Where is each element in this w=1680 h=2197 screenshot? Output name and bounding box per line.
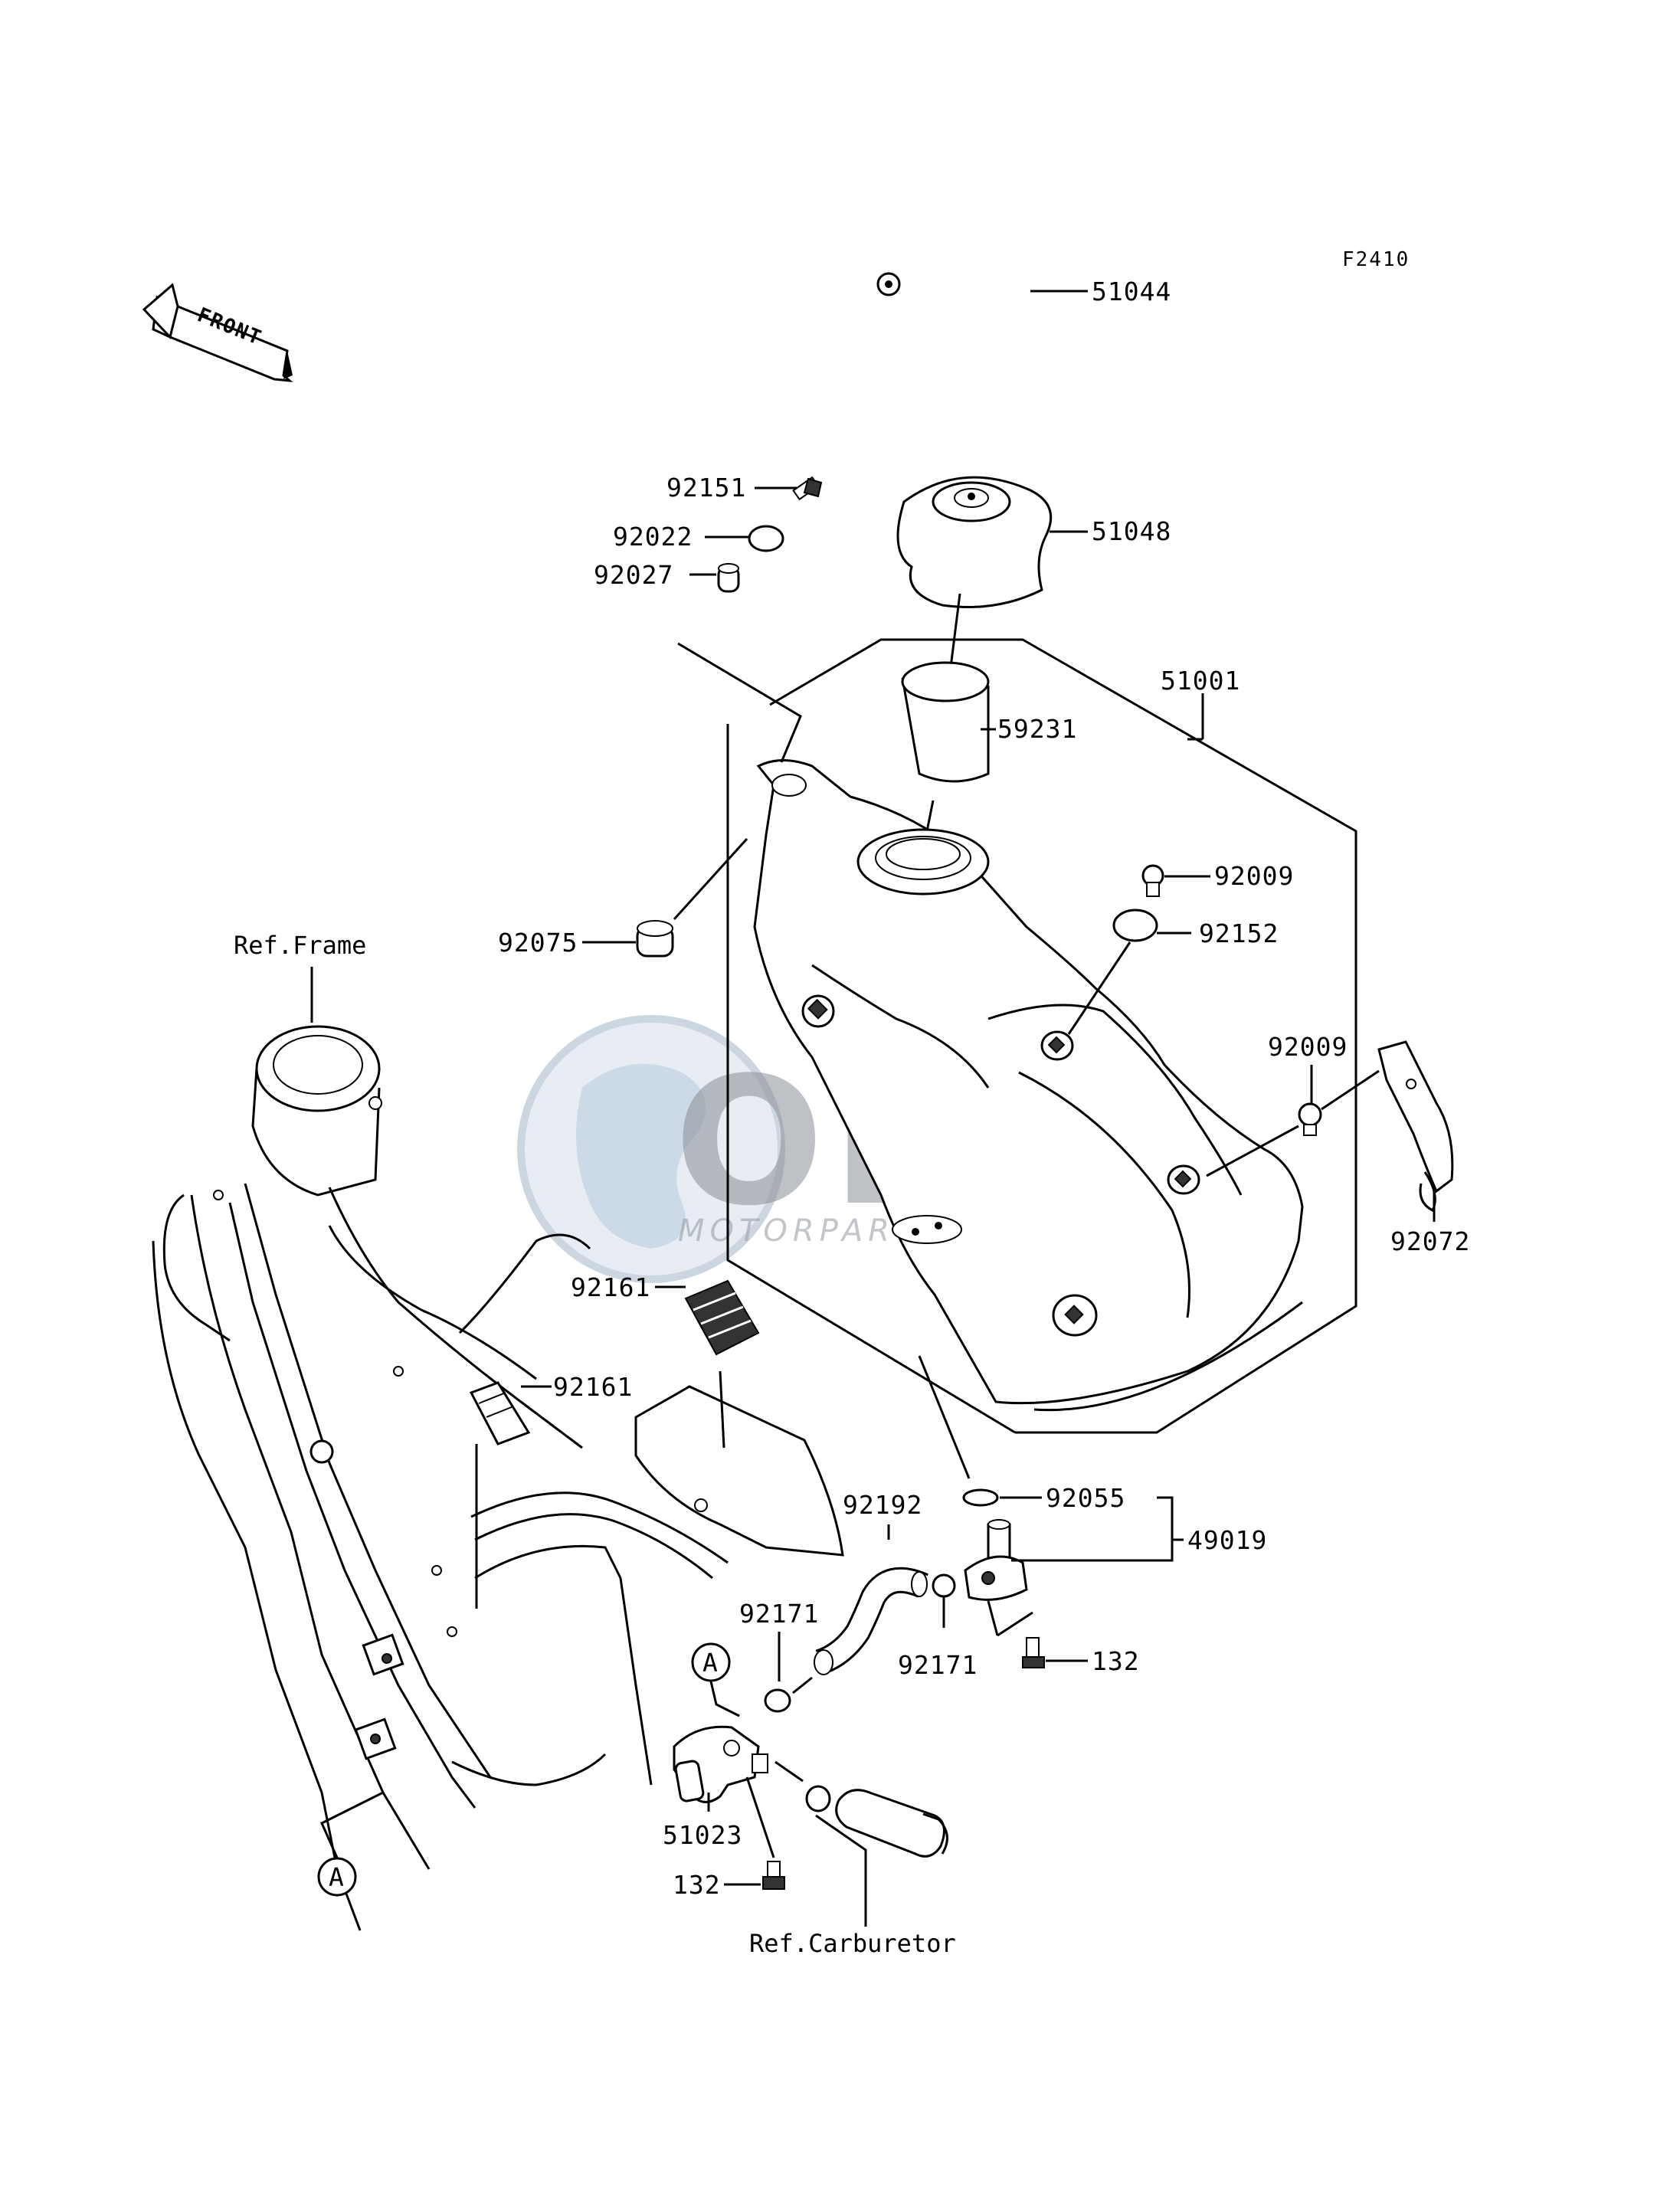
bolt-132-cock	[762, 1861, 785, 1890]
part-label-51023: 51023	[663, 1820, 742, 1850]
connector-marker-a-top-text: A	[702, 1648, 719, 1678]
ref-carburetor-label: Ref.Carburetor	[749, 1929, 956, 1958]
part-label-92072: 92072	[1390, 1226, 1470, 1256]
front-arrow-icon: FRONT	[142, 283, 293, 382]
connector-marker-a-frame: A	[317, 1857, 357, 1897]
fuel-tank	[753, 759, 1304, 1412]
carburetor-hose	[835, 1789, 948, 1858]
damper-92152	[1112, 909, 1158, 942]
fuel-hose-92192	[814, 1567, 928, 1675]
part-label-59231: 59231	[997, 714, 1077, 744]
bolt-92151	[792, 476, 823, 501]
o-ring-92055	[962, 1488, 999, 1507]
part-label-92022: 92022	[613, 522, 693, 552]
ref-frame-label: Ref.Frame	[234, 931, 366, 960]
part-label-132-tank: 132	[1092, 1646, 1140, 1676]
pad-92161-side	[469, 1381, 531, 1446]
breather-hose	[876, 261, 1031, 441]
part-label-51044: 51044	[1092, 277, 1171, 306]
connector-marker-a-frame-text: A	[329, 1862, 345, 1892]
part-label-92192: 92192	[843, 1490, 922, 1520]
part-label-51001: 51001	[1161, 666, 1240, 696]
part-label-92151: 92151	[666, 473, 746, 503]
bolt-132-tank	[1022, 1637, 1045, 1668]
diagram-code: F2410	[1342, 248, 1410, 271]
pad-92161-top	[684, 1279, 760, 1356]
part-label-92055: 92055	[1046, 1483, 1125, 1513]
collar-92027	[717, 563, 740, 593]
part-label-92009-top: 92009	[1214, 861, 1294, 891]
part-label-132-cock: 132	[673, 1870, 721, 1900]
grommet-92075	[636, 920, 674, 958]
part-label-92009-side: 92009	[1268, 1032, 1348, 1062]
part-label-92075: 92075	[498, 928, 578, 958]
fuel-cock-49019	[964, 1519, 1028, 1601]
connector-marker-a-top: A	[691, 1642, 731, 1682]
screw-92009-top	[1141, 864, 1164, 897]
screw-92009-side	[1298, 1102, 1322, 1136]
part-label-92171-right: 92171	[898, 1650, 978, 1680]
fuel-cap	[896, 476, 1053, 608]
part-label-51048: 51048	[1092, 516, 1171, 546]
part-label-92027: 92027	[594, 560, 673, 590]
part-label-92161-top: 92161	[571, 1272, 650, 1302]
tank-strap	[1377, 1040, 1454, 1213]
part-label-92171-left: 92171	[739, 1599, 819, 1629]
clamp-carburetor	[805, 1785, 831, 1812]
part-label-92152: 92152	[1199, 918, 1279, 948]
fuel-cock-51023	[673, 1725, 768, 1803]
clamp-92171-left	[764, 1688, 791, 1713]
part-label-92161-side: 92161	[553, 1372, 633, 1402]
clamp-92171-right	[932, 1573, 956, 1598]
filler-neck	[901, 661, 990, 783]
washer-92022	[748, 525, 784, 552]
frame	[152, 1025, 844, 1931]
part-label-49019: 49019	[1187, 1525, 1267, 1555]
